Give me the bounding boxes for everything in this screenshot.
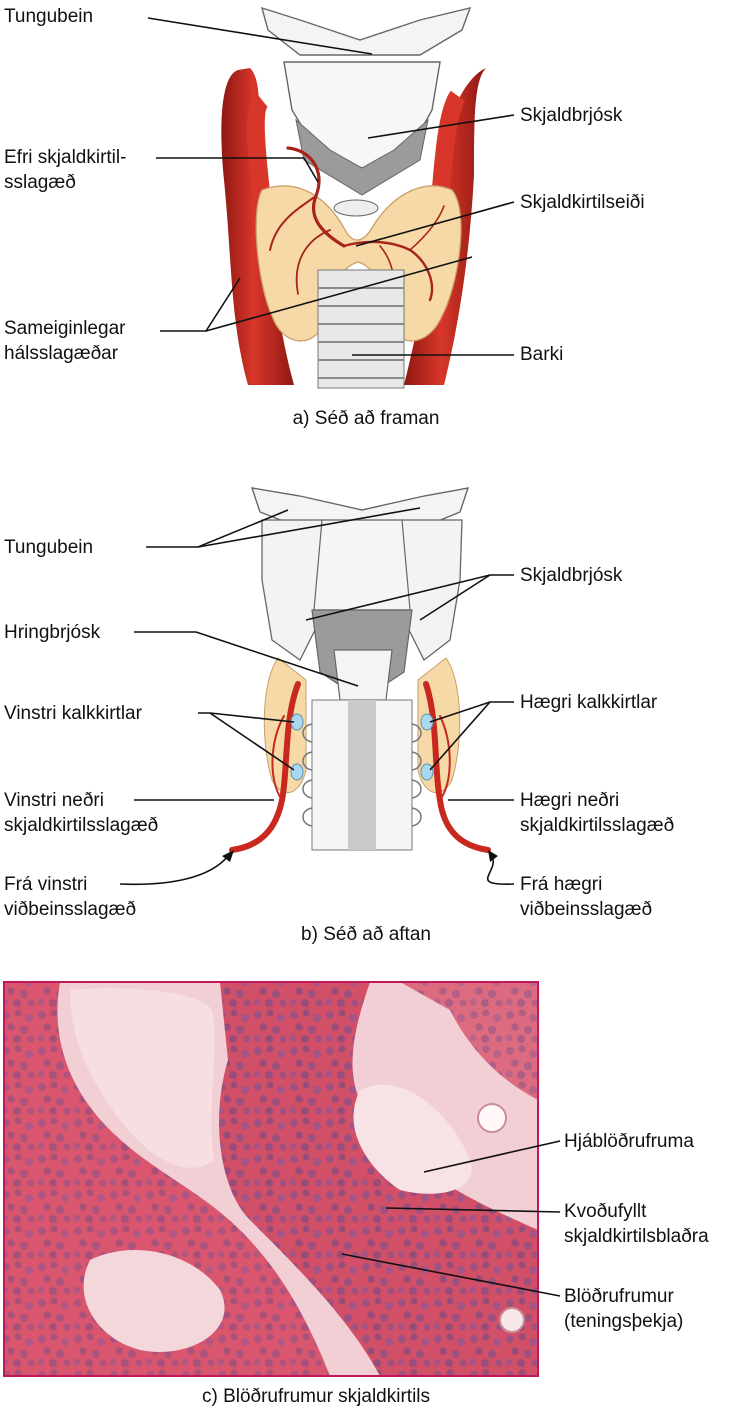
panel-micrograph: Hjáblöðrufruma Kvoðufyllt skjaldkirtilsb… <box>3 981 709 1407</box>
cricoid-cartilage <box>333 649 393 701</box>
hyoid-bone <box>260 6 472 56</box>
parathyroid-glands <box>290 713 434 781</box>
label-left-inferior-line2: skjaldkirtilsslagæð <box>4 815 158 836</box>
caption-front-view: a) Séð að framan <box>293 408 440 429</box>
label-hyoid-back: Tungubein <box>4 537 93 558</box>
caption-back-view: b) Séð að aftan <box>301 924 431 945</box>
micrograph-image <box>4 982 538 1376</box>
label-superior-artery-line1: Efri skjaldkirtil- <box>4 147 126 168</box>
label-thyroid-gland: Skjaldkirtilseiði <box>520 192 645 213</box>
micrograph-frame <box>3 981 539 1377</box>
trachea <box>317 269 405 389</box>
label-carotid-line1: Sameiginlegar <box>4 318 126 339</box>
caption-micrograph: c) Blöðrufrumur skjaldkirtils <box>202 1386 430 1407</box>
trachea-back <box>302 699 422 851</box>
label-carotid-line2: hálsslagæðar <box>4 343 119 364</box>
label-trachea: Barki <box>520 344 563 365</box>
label-hyoid-front: Tungubein <box>4 6 93 27</box>
label-thyroid-cartilage-back: Skjaldbrjósk <box>520 565 623 586</box>
label-from-right-line2: viðbeinsslagæð <box>520 899 652 920</box>
label-left-parathyroid: Vinstri kalkkirtlar <box>4 703 143 724</box>
micro-leader-lines <box>341 1140 561 1297</box>
label-right-parathyroid: Hægri kalkkirtlar <box>520 692 658 713</box>
label-colloid-line1: Kvoðufyllt <box>564 1201 647 1222</box>
panel-front-view: Tungubein Skjaldbrjósk Efri skjaldkirtil… <box>4 6 645 429</box>
label-follicular-line1: Blöðrufrumur <box>564 1286 674 1307</box>
label-thyroid-cartilage-front: Skjaldbrjósk <box>520 105 623 126</box>
label-right-inferior-line1: Hægri neðri <box>520 790 619 811</box>
back-leader-lines <box>119 507 515 886</box>
inferior-thyroid-arteries <box>229 681 491 853</box>
label-left-inferior-line1: Vinstri neðri <box>4 790 104 811</box>
label-from-right-line1: Frá hægri <box>520 874 602 895</box>
label-from-left-line1: Frá vinstri <box>4 874 87 895</box>
label-parafollicular-cell: Hjáblöðrufruma <box>564 1131 694 1152</box>
label-superior-artery-line2: sslagæð <box>4 172 76 193</box>
label-colloid-line2: skjaldkirtilsblaðra <box>564 1226 709 1247</box>
front-leader-lines <box>147 17 515 356</box>
label-follicular-line2: (teningsþekja) <box>564 1311 683 1332</box>
label-right-inferior-line2: skjaldkirtilsslagæð <box>520 815 674 836</box>
panel-back-view: Tungubein Skjaldbrjósk Hringbrjósk Vinst… <box>4 487 674 945</box>
label-from-left-line2: viðbeinsslagæð <box>4 899 136 920</box>
label-cricoid: Hringbrjósk <box>4 622 101 643</box>
